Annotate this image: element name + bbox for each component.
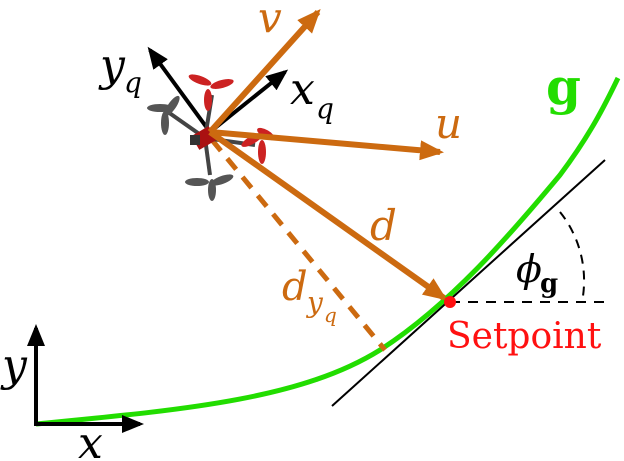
body-y-axis: [147, 46, 212, 134]
d-yq-dashed-line: [210, 138, 387, 352]
vector-u: [209, 129, 444, 161]
angle-arc: [559, 211, 586, 303]
svg-text:q: q: [316, 92, 334, 125]
label-y-q: y q: [98, 40, 142, 99]
vector-d: [208, 129, 448, 301]
svg-text:y: y: [98, 40, 126, 91]
path-curve: [35, 76, 621, 427]
svg-text:x: x: [290, 64, 315, 115]
setpoint-dot: [444, 296, 456, 308]
label-world-x: x: [78, 418, 103, 461]
propeller-gray-bottom: [185, 174, 234, 201]
label-v: v: [258, 0, 282, 42]
label-x-q: x q: [290, 64, 334, 125]
label-setpoint: Setpoint: [447, 316, 602, 357]
svg-text:q: q: [324, 303, 337, 327]
propeller-red-top: [188, 74, 234, 111]
svg-text:y: y: [305, 286, 324, 319]
svg-text:ϕ: ϕ: [516, 247, 542, 291]
label-g: g: [546, 57, 581, 116]
vector-v: [207, 9, 321, 135]
label-phi-g: ϕ g: [516, 247, 558, 299]
label-d-yq: d y q: [282, 264, 337, 327]
label-world-y: y: [0, 340, 28, 391]
svg-text:q: q: [124, 66, 142, 99]
label-d: d: [370, 201, 397, 250]
svg-text:g: g: [540, 269, 558, 299]
tangent-line: [331, 159, 606, 407]
svg-text:d: d: [282, 264, 308, 310]
propeller-gray-left: [147, 95, 180, 135]
label-u: u: [435, 99, 462, 148]
